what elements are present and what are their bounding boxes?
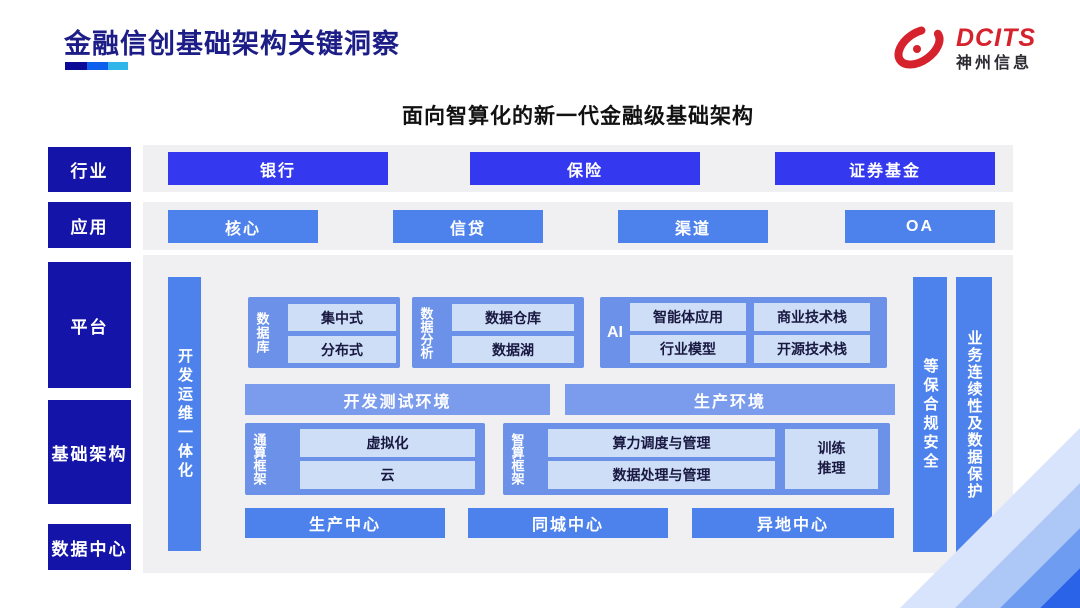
title-underline [65, 62, 128, 70]
logo: DCITS 神州信息 [890, 18, 1060, 80]
analytics-box-warehouse: 数据仓库 [452, 304, 574, 331]
ai-compute-box-scheduling: 算力调度与管理 [548, 429, 775, 457]
devops-vertical-bar: 开发运维一体化 [168, 277, 201, 551]
application-box-channel: 渠道 [618, 210, 768, 243]
center-box-production: 生产中心 [245, 508, 445, 538]
analytics-group-label: 数据分析 [418, 306, 434, 359]
application-box-credit: 信贷 [393, 210, 543, 243]
underline-segment-light [108, 62, 128, 70]
security-compliance-bar: 等保合规安全 [913, 277, 947, 552]
industry-box-insurance: 保险 [470, 152, 700, 185]
ai-compute-label: 智算框架 [509, 433, 525, 485]
general-compute-label: 通算框架 [251, 433, 267, 485]
ai-compute-box-training-inference: 训练 推理 [785, 429, 878, 489]
database-group-label: 数据库 [254, 311, 270, 354]
general-compute-box-virtualization: 虚拟化 [300, 429, 475, 457]
application-box-core: 核心 [168, 210, 318, 243]
dev-test-env-bar: 开发测试环境 [245, 384, 550, 415]
diagram-title: 面向智算化的新一代金融级基础架构 [402, 105, 754, 128]
production-env-bar: 生产环境 [565, 384, 895, 415]
application-box-oa: OA [845, 210, 995, 243]
corner-stripes-decoration [850, 428, 1080, 608]
logo-company-text: 神州信息 [956, 55, 1033, 72]
ai-compute-box-data-processing: 数据处理与管理 [548, 461, 775, 489]
ai-box-industry-models: 行业模型 [630, 335, 746, 363]
sidebar-item-platform: 平台 [48, 262, 131, 388]
sidebar-item-datacenter: 数据中心 [48, 524, 131, 570]
sidebar-item-infrastructure: 基础架构 [48, 400, 131, 504]
sidebar-item-application: 应用 [48, 202, 131, 248]
general-compute-box-cloud: 云 [300, 461, 475, 489]
industry-box-securities: 证券基金 [775, 152, 995, 185]
sidebar-item-industry: 行业 [48, 147, 131, 192]
underline-segment-mid [87, 62, 108, 70]
logo-brand-text: DCITS [956, 24, 1036, 52]
business-continuity-bar: 业务连续性及数据保护 [956, 277, 992, 552]
database-box-distributed: 分布式 [288, 336, 396, 363]
ai-box-commercial-stack: 商业技术栈 [754, 303, 870, 331]
page-title: 金融信创基础架构关键洞察 [64, 29, 400, 59]
ai-box-agent-apps: 智能体应用 [630, 303, 746, 331]
underline-segment-dark [65, 62, 87, 70]
ai-group-label: AI [607, 323, 623, 341]
ai-box-opensource-stack: 开源技术栈 [754, 335, 870, 363]
center-box-same-city: 同城中心 [468, 508, 668, 538]
database-box-centralized: 集中式 [288, 304, 396, 331]
logo-swirl-icon [890, 19, 948, 80]
industry-box-bank: 银行 [168, 152, 388, 185]
center-box-remote: 异地中心 [692, 508, 894, 538]
analytics-box-datalake: 数据湖 [452, 336, 574, 363]
